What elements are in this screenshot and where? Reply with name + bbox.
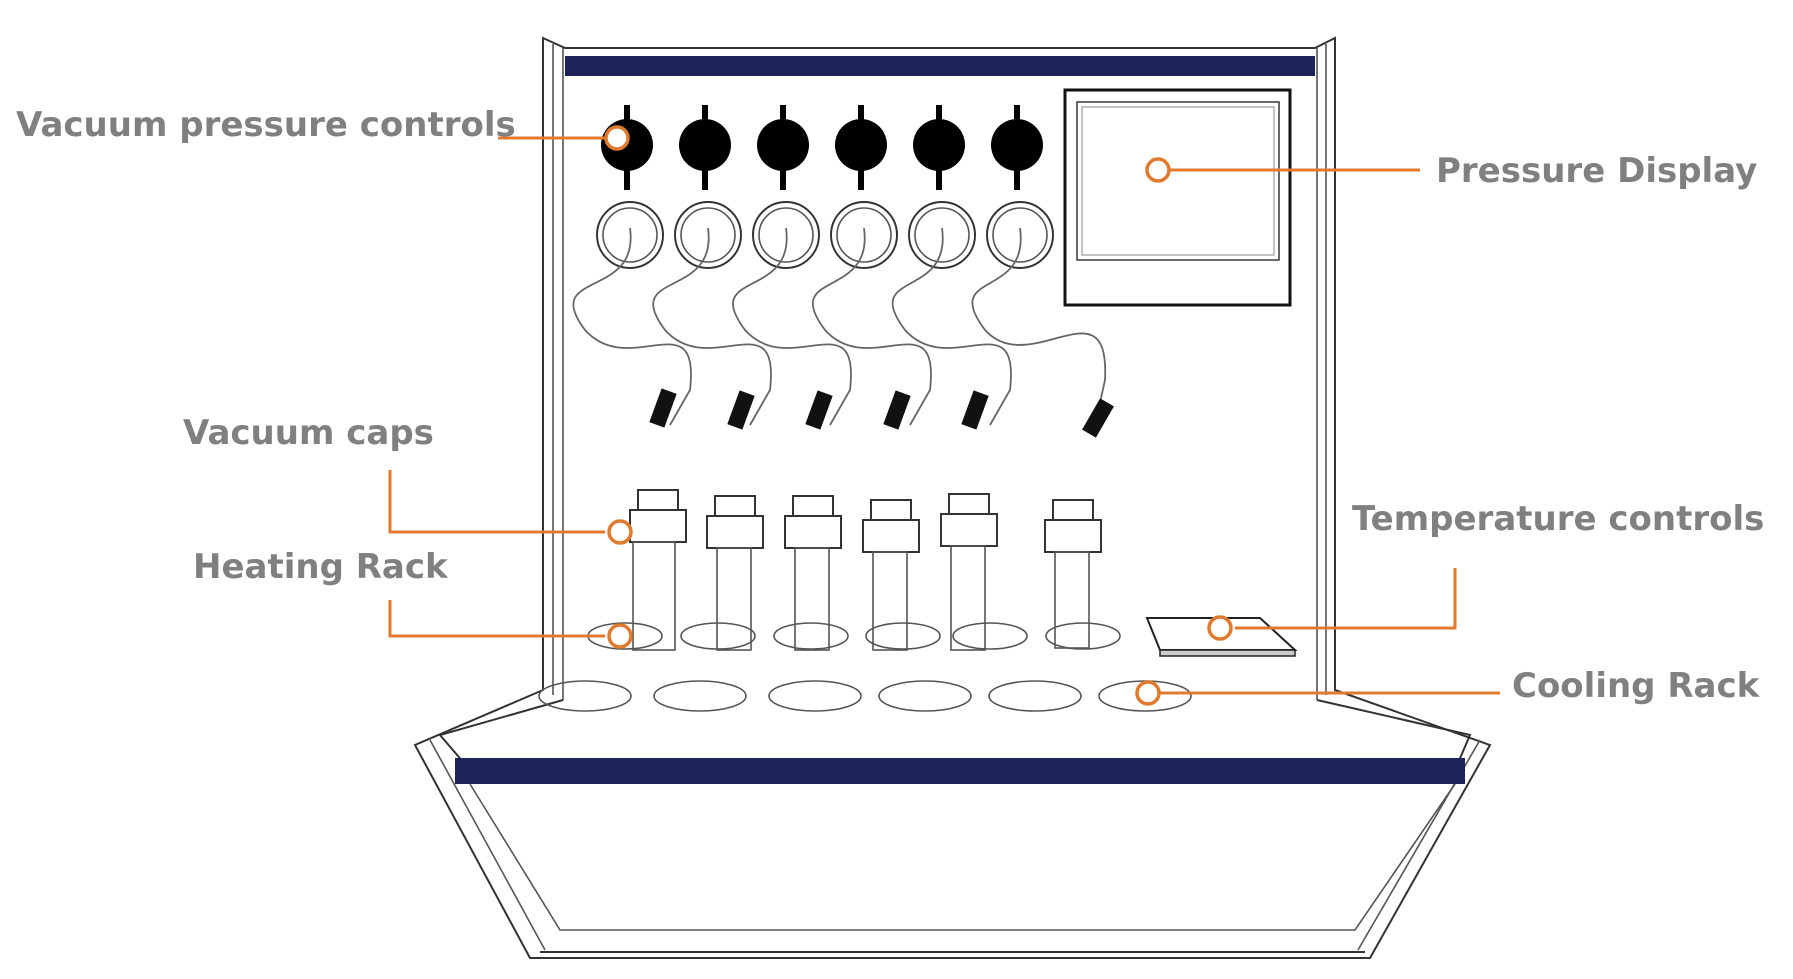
vacuum-hoses [572, 227, 1106, 426]
vacuum-knob [913, 105, 965, 190]
vacuum-pressure-knobs [601, 105, 1043, 190]
label-temperature-controls: Temperature controls [1352, 499, 1764, 539]
label-vacuum-pressure-controls: Vacuum pressure controls [16, 105, 516, 145]
marker-vacuum-pressure-controls [604, 125, 630, 151]
marker-temperature-controls [1207, 615, 1233, 641]
label-cooling-rack: Cooling Rack [1512, 666, 1761, 706]
front-trim-band [455, 758, 1465, 784]
callout-leaders [388, 136, 1500, 695]
callout-markers [604, 125, 1233, 706]
cabinet [413, 36, 1492, 959]
marker-cooling-rack [1135, 680, 1161, 706]
vacuum-cap [629, 388, 687, 651]
vacuum-cap [1044, 398, 1114, 649]
heating-rack [587, 622, 1121, 650]
vacuum-knob [835, 105, 887, 190]
vacuum-cap [784, 390, 842, 651]
marker-pressure-display [1145, 157, 1171, 183]
vacuum-knob [991, 105, 1043, 190]
marker-vacuum-caps [607, 519, 633, 545]
marker-heating-rack [607, 623, 633, 649]
callout-labels: Vacuum pressure controls Pressure Displa… [16, 105, 1764, 706]
pressure-display [1063, 88, 1292, 307]
label-heating-rack: Heating Rack [193, 547, 449, 587]
vacuum-caps [629, 388, 1114, 651]
vacuum-cap [862, 390, 920, 651]
vacuum-cap [940, 390, 998, 651]
vacuum-knob [757, 105, 809, 190]
cooling-rack [538, 680, 1192, 712]
label-vacuum-caps: Vacuum caps [183, 413, 434, 453]
vacuum-knob [679, 105, 731, 190]
label-pressure-display: Pressure Display [1436, 151, 1757, 191]
vacuum-cap [706, 390, 764, 651]
top-trim-band [565, 56, 1315, 76]
hose-ports [596, 201, 1054, 269]
